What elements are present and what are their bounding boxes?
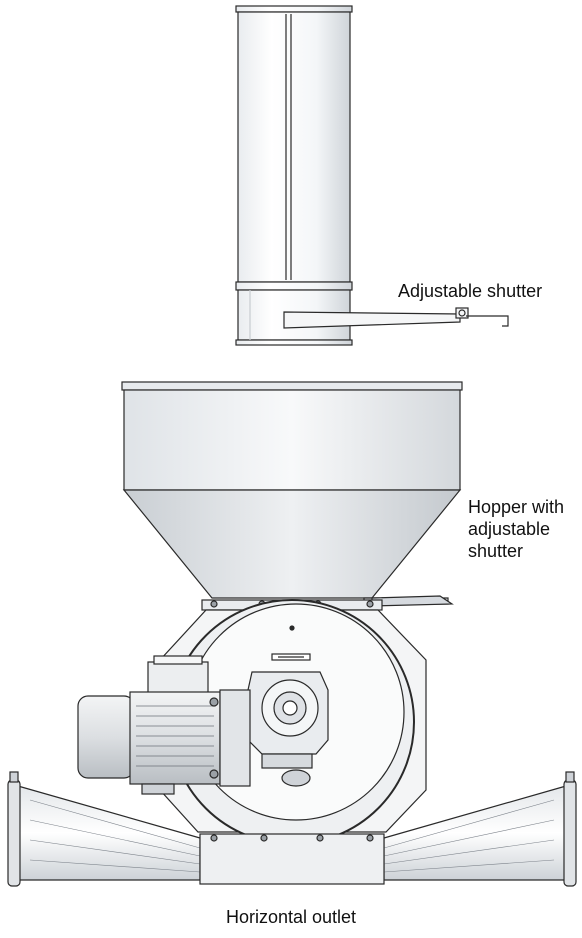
gearbox-base — [261, 753, 313, 769]
housing-dot — [289, 625, 295, 631]
outlet-bolt — [316, 834, 324, 842]
shutter-lever — [283, 307, 509, 329]
motor-bolt — [209, 697, 219, 707]
tube-body — [237, 11, 351, 283]
motor-foot — [141, 783, 175, 795]
outlet-right-clamp — [565, 771, 575, 783]
label-hopper-line3: shutter — [468, 541, 524, 561]
outlet-bolt — [366, 834, 374, 842]
motor — [77, 655, 251, 795]
tube-top-rim — [235, 5, 353, 13]
label-hopper-line1: Hopper with — [468, 497, 565, 517]
shutter-plate — [283, 311, 461, 329]
flange-bolt — [366, 600, 374, 608]
bottom-port — [281, 769, 311, 787]
label-hopper: Hopper with adjustable shutter — [468, 496, 578, 562]
outlet-left-lines — [29, 799, 201, 873]
motor-fins — [136, 705, 214, 767]
outlet-bolt — [260, 834, 268, 842]
hopper-shutter — [371, 595, 454, 607]
outlet-bolt — [210, 834, 218, 842]
motor-fan-cover — [77, 695, 135, 779]
hopper-cone — [122, 489, 462, 599]
tube-bottom-rim — [235, 339, 353, 346]
shutter-handle — [466, 315, 509, 327]
motor-bolt — [209, 769, 219, 779]
terminal-lid — [153, 655, 203, 665]
label-horizontal-outlet: Horizontal outlet — [225, 907, 357, 927]
hopper — [121, 381, 463, 611]
terminal-box — [147, 661, 209, 695]
hopper-box — [123, 389, 461, 491]
outlet-right-lines — [383, 799, 555, 873]
motor-flange — [219, 689, 251, 787]
outlet-center-box — [199, 833, 385, 885]
horizontal-outlet — [7, 771, 577, 887]
upper-tube — [235, 5, 353, 346]
label-hopper-line2: adjustable — [468, 519, 551, 539]
tube-band — [235, 281, 353, 291]
gearbox-shaft — [282, 700, 298, 716]
hopper-rim — [121, 381, 463, 391]
label-adjustable-shutter: Adjustable shutter — [398, 281, 543, 301]
outlet-right-flange — [563, 779, 577, 887]
outlet-left-clamp — [9, 771, 19, 783]
outlet-left-flange — [7, 779, 21, 887]
motor-body — [129, 691, 221, 785]
shutter-bolt — [458, 309, 466, 317]
flange-bolt — [210, 600, 218, 608]
